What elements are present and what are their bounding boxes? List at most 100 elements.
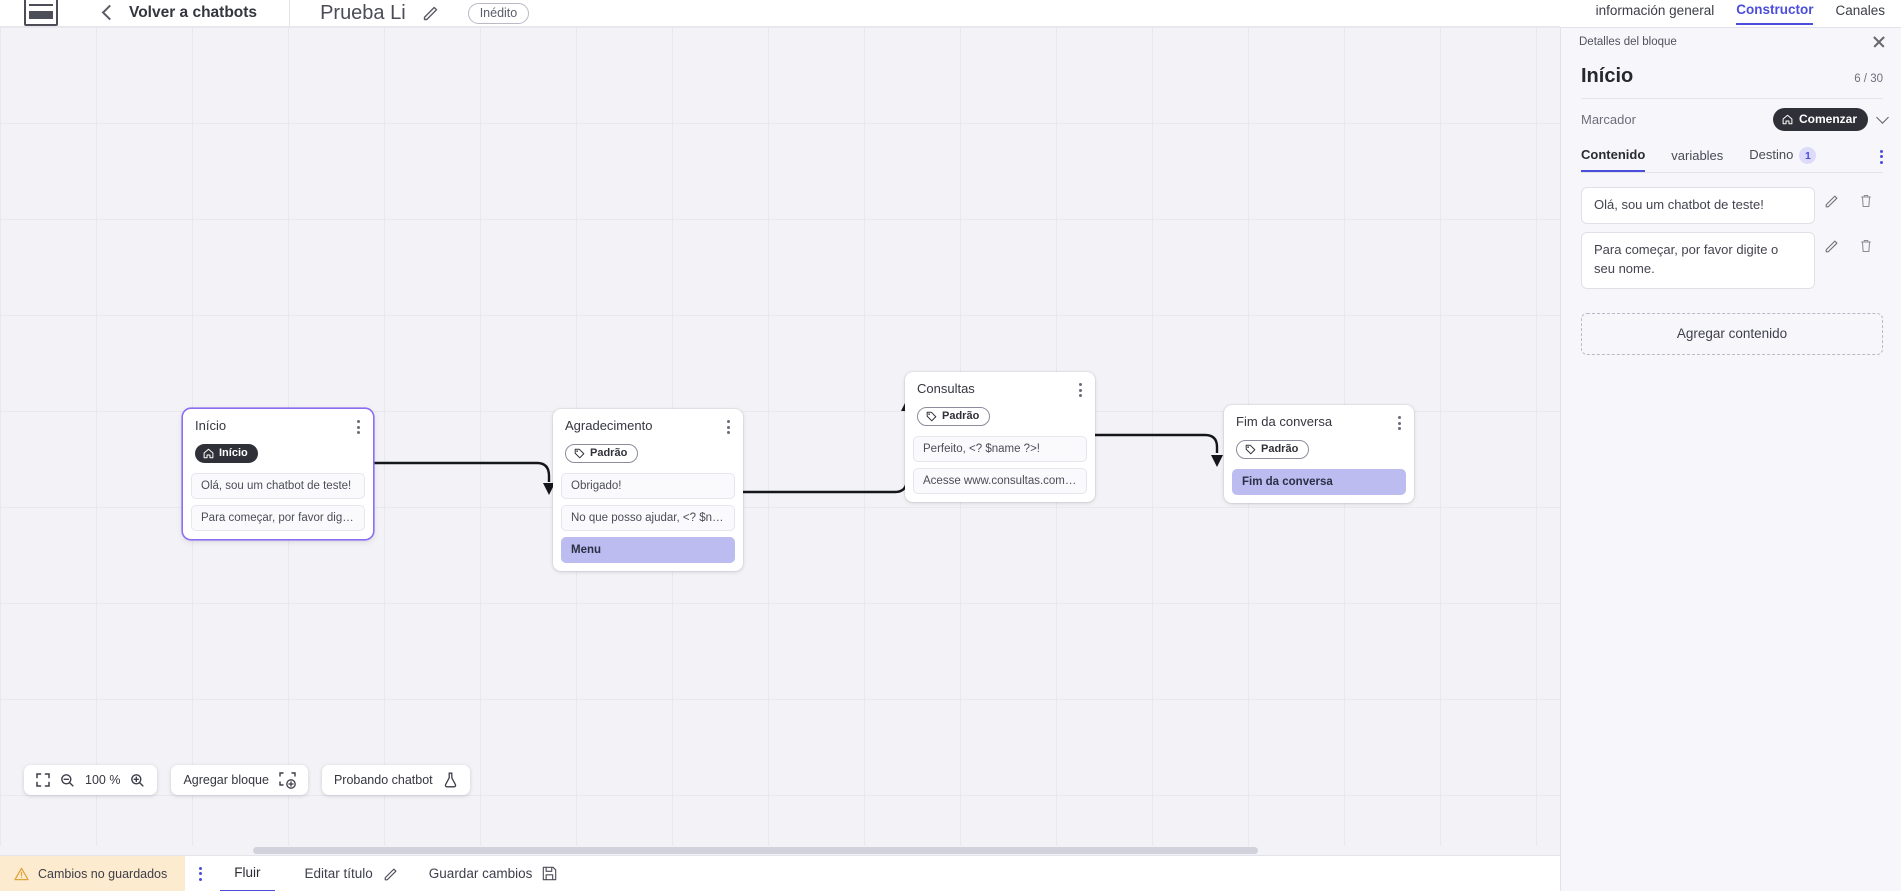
back-to-chatbots-link[interactable]: Volver a chatbots xyxy=(129,4,258,21)
kebab-menu-icon[interactable] xyxy=(1076,381,1085,399)
pencil-icon[interactable] xyxy=(1815,187,1849,209)
chevron-down-icon[interactable] xyxy=(1876,110,1889,124)
scrollbar-thumb[interactable] xyxy=(253,847,1258,854)
node-title: Início xyxy=(195,418,227,433)
marker-row: Marcador Comenzar xyxy=(1561,99,1901,131)
test-chatbot-label: Probando chatbot xyxy=(333,773,433,787)
zoom-level: 100 % xyxy=(85,773,121,787)
node-title: Consultas xyxy=(917,381,975,396)
flow-node-agradecimento[interactable]: Agradecimento Padrão Obrigado! No que po… xyxy=(553,409,743,571)
block-title-row: Início 6 / 30 xyxy=(1561,56,1901,88)
node-header: Início xyxy=(183,409,373,436)
tab-informacion-general[interactable]: información general xyxy=(1595,3,1715,18)
node-tag-padrao: Padrão xyxy=(917,407,991,426)
node-header: Fim da conversa xyxy=(1224,405,1414,432)
trash-icon[interactable] xyxy=(1849,232,1883,254)
connector-agradecimento-consultas xyxy=(737,419,909,494)
content-text[interactable]: Para começar, por favor digite o seu nom… xyxy=(1581,231,1815,289)
node-row[interactable]: Olá, sou um chatbot de teste! xyxy=(191,472,365,499)
tag-icon xyxy=(574,448,585,458)
add-content-button[interactable]: Agregar contenido xyxy=(1581,312,1883,355)
fit-screen-icon[interactable] xyxy=(36,773,50,787)
connector-inicio-agradecimento xyxy=(373,461,551,482)
bottom-kebab-menu-icon[interactable] xyxy=(199,866,203,881)
marker-value-group[interactable]: Comenzar xyxy=(1772,108,1889,131)
tab-destino[interactable]: Destino 1 xyxy=(1749,147,1817,172)
tab-contenido[interactable]: Contenido xyxy=(1581,147,1646,173)
flow-node-fim-da-conversa[interactable]: Fim da conversa Padrão Fim da conversa xyxy=(1224,405,1414,503)
canvas-horizontal-scrollbar[interactable] xyxy=(0,846,1560,855)
pencil-icon xyxy=(383,866,399,882)
tab-constructor[interactable]: Constructor xyxy=(1736,2,1814,25)
trash-icon[interactable] xyxy=(1849,187,1883,209)
tab-canales[interactable]: Canales xyxy=(1835,3,1885,18)
home-icon xyxy=(203,448,214,458)
home-icon xyxy=(1782,114,1793,124)
add-block-icon xyxy=(279,771,296,789)
flow-node-consultas[interactable]: Consultas Padrão Perfeito, <? $name ?>! … xyxy=(905,372,1095,502)
flask-icon xyxy=(443,772,458,788)
tag-icon xyxy=(1245,444,1256,454)
node-rows: Obrigado! No que posso ajudar, <? $name … xyxy=(553,472,743,563)
node-tag-label: Padrão xyxy=(942,410,980,422)
node-row[interactable]: Para começar, por favor digite o ... xyxy=(191,504,365,531)
content-item: Para começar, por favor digite o seu nom… xyxy=(1581,231,1883,289)
connector-arrow-3 xyxy=(1211,455,1223,467)
page-title: Início xyxy=(1581,65,1634,87)
zoom-out-icon[interactable] xyxy=(60,773,75,788)
content-text[interactable]: Olá, sou um chatbot de teste! xyxy=(1581,187,1815,224)
node-rows: Olá, sou um chatbot de teste! Para começ… xyxy=(183,472,373,531)
edit-title-button[interactable]: Editar título xyxy=(305,856,399,891)
node-tag-label: Início xyxy=(219,447,248,459)
tab-destino-label: Destino xyxy=(1749,147,1794,162)
block-count: 6 / 30 xyxy=(1854,73,1883,85)
flow-node-inicio[interactable]: Início Início Olá, sou um chatbot de tes… xyxy=(183,409,373,539)
via-logo[interactable] xyxy=(24,0,58,26)
marker-start-pill[interactable]: Comenzar xyxy=(1772,108,1868,131)
tab-variables[interactable]: variables xyxy=(1671,148,1724,164)
panel-overflow-icon[interactable] xyxy=(1880,149,1883,170)
unsaved-changes-badge: Cambios no guardados xyxy=(0,855,186,891)
node-row[interactable]: Obrigado! xyxy=(561,472,735,499)
pencil-icon[interactable] xyxy=(422,4,440,22)
node-title: Agradecimento xyxy=(565,418,653,433)
unsaved-changes-label: Cambios no guardados xyxy=(38,866,168,881)
kebab-menu-icon[interactable] xyxy=(354,418,363,436)
node-rows: Perfeito, <? $name ?>! Acesse www.consul… xyxy=(905,435,1095,494)
bottom-tab-fluir[interactable]: Fluir xyxy=(220,856,275,891)
back-chevron-icon[interactable] xyxy=(101,4,118,20)
divider xyxy=(1581,98,1883,99)
node-row[interactable]: No que posso ajudar, <? $name ... xyxy=(561,504,735,531)
close-icon[interactable] xyxy=(1871,34,1887,50)
status-badge: Inédito xyxy=(467,2,530,24)
flow-title: Prueba Li xyxy=(320,1,406,24)
bottom-bar: Cambios no guardados Fluir Editar título… xyxy=(0,855,1560,891)
panel-header-label: Detalles del bloque xyxy=(1579,36,1677,48)
test-chatbot-button[interactable]: Probando chatbot xyxy=(321,765,470,795)
pencil-icon[interactable] xyxy=(1815,232,1849,254)
marker-label: Marcador xyxy=(1581,112,1636,127)
add-block-button[interactable]: Agregar bloque xyxy=(171,765,308,795)
save-changes-button[interactable]: Guardar cambios xyxy=(429,856,558,891)
destino-badge: 1 xyxy=(1799,147,1817,165)
content-list: Olá, sou um chatbot de teste! Para começ… xyxy=(1561,173,1901,289)
warning-triangle-icon xyxy=(14,867,29,881)
node-tag-padrao: Padrão xyxy=(565,444,639,463)
kebab-menu-icon[interactable] xyxy=(1395,414,1404,432)
node-tag-inicio: Início xyxy=(195,444,258,463)
flow-canvas[interactable]: Início Início Olá, sou um chatbot de tes… xyxy=(0,27,1560,855)
node-row-menu[interactable]: Menu xyxy=(561,536,735,563)
add-block-label: Agregar bloque xyxy=(183,773,269,787)
node-row[interactable]: Perfeito, <? $name ?>! xyxy=(913,435,1087,462)
top-bar-divider xyxy=(289,0,291,30)
node-title: Fim da conversa xyxy=(1236,414,1333,429)
kebab-menu-icon[interactable] xyxy=(724,418,733,436)
zoom-in-icon[interactable] xyxy=(130,773,145,788)
save-disk-icon xyxy=(542,866,557,881)
marker-value: Comenzar xyxy=(1798,112,1857,126)
node-tag-label: Padrão xyxy=(590,447,628,459)
node-row[interactable]: Fim da conversa xyxy=(1232,468,1406,495)
content-item: Olá, sou um chatbot de teste! xyxy=(1581,187,1883,224)
node-row[interactable]: Acesse www.consultas.com par... xyxy=(913,467,1087,494)
